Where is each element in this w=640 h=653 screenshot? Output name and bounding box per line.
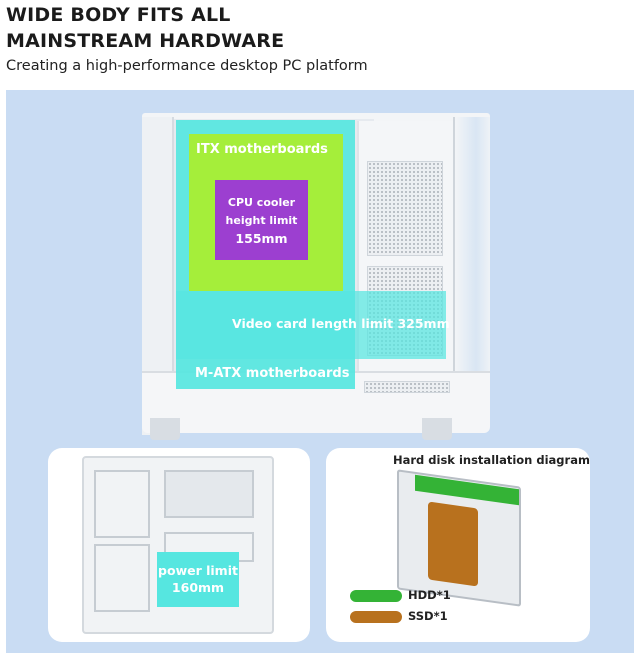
cpu-cooler-label: CPU cooler height limit 155mm [215,194,308,248]
cpu-label-line-2: height limit [225,214,298,227]
itx-label: ITX motherboards [196,142,328,157]
ssd-legend-swatch [350,611,402,623]
title-line-2: MAINSTREAM HARDWARE [6,30,285,52]
power-limit-label: power limit 160mm [157,562,239,596]
power-supply-zone [157,552,239,607]
power-label-line-2: 160mm [171,580,225,595]
case-back-view [82,456,274,634]
page-subtitle: Creating a high-performance desktop PC p… [6,58,368,74]
rear-cutout-lower [94,544,150,612]
case-top-frame [142,113,490,121]
case-foot-right [422,418,452,440]
video-card-label: Video card length limit 325mm [232,316,450,331]
page-title: WIDE BODY FITS ALL MAINSTREAM HARDWARE [6,2,606,54]
matx-label: M-ATX motherboards [195,366,350,381]
hdd-legend-swatch [350,590,402,602]
psu-view-card [48,448,310,642]
shroud-vent [364,381,450,393]
case-foot-left [150,418,180,440]
cpu-cooler-zone [215,180,308,260]
title-line-1: WIDE BODY FITS ALL [6,4,231,26]
disk-diagram-title: Hard disk installation diagram [393,453,590,467]
ssd-illustration [428,501,478,587]
video-card-zone [176,291,446,359]
cpu-label-line-3: 155mm [235,231,288,246]
power-label-line-1: power limit [158,563,238,578]
upper-mesh-panel [367,161,443,256]
cpu-label-line-1: CPU cooler [227,196,296,209]
hdd-legend-label: HDD*1 [408,588,451,602]
rear-cutout-upper [94,470,150,538]
drive-cage [164,470,254,518]
ssd-legend-label: SSD*1 [408,609,448,623]
